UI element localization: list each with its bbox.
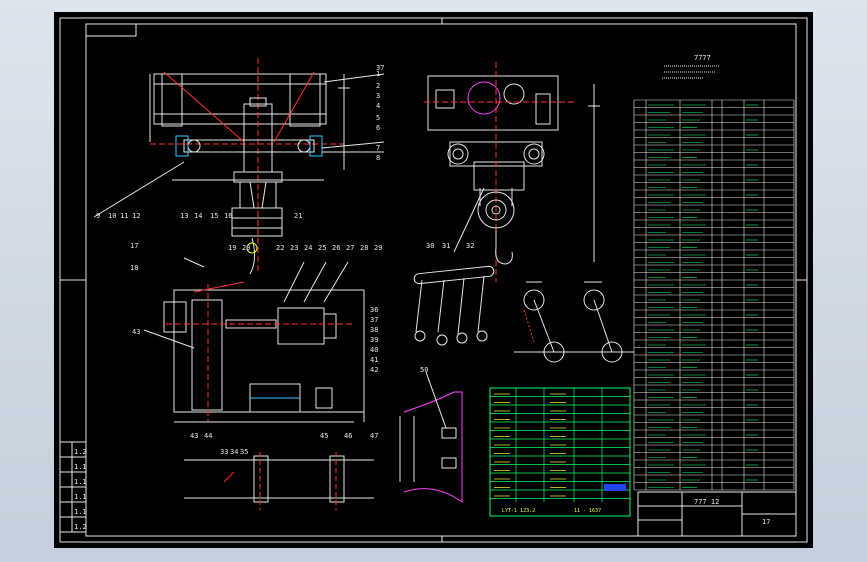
- callout-18: 18: [130, 264, 138, 272]
- bottom-beam-view: 33 34 35: [184, 448, 374, 510]
- callout-14: 14: [194, 212, 202, 220]
- callout-37b: 37: [370, 316, 378, 324]
- callout-28: 28: [360, 244, 368, 252]
- callout-6: 6: [376, 124, 380, 132]
- callout-4: 4: [376, 102, 380, 110]
- strip-row-2: 1.1: [74, 463, 87, 471]
- callout-29: 29: [374, 244, 382, 252]
- callout-40: 40: [370, 346, 378, 354]
- lower-assembly-view: 17 18 19 20 22 23 24 25 26 27 28 29 43 3…: [130, 242, 382, 440]
- callout-19: 19: [228, 244, 236, 252]
- top-right-view: 30 31 32: [424, 62, 600, 282]
- rail-detail-view: 50: [399, 366, 463, 503]
- callout-41: 41: [370, 356, 378, 364]
- callout-1: 1: [376, 70, 380, 78]
- callout-24: 24: [304, 244, 312, 252]
- top-left-view: 37 1 2 3 4 5 6 7 8 9 10 11 12 13 14 15 1…: [93, 58, 384, 275]
- strip-row-1: 1.2: [74, 448, 87, 456]
- callout-8: 8: [376, 154, 380, 162]
- strip-row-4: 1.1: [74, 493, 87, 501]
- callout-3: 3: [376, 92, 380, 100]
- sheet-number: 17: [762, 518, 770, 526]
- callout-34: 34: [230, 448, 238, 456]
- callout-38: 38: [370, 326, 378, 334]
- callout-10: 10: [108, 212, 116, 220]
- callout-46: 46: [344, 432, 352, 440]
- title-block: 777 12 17: [637, 491, 797, 537]
- cad-drawing-sheet: 1.2 1.1 1.1 1.1 1.1 1.2: [54, 12, 813, 548]
- reeving-diagram: [413, 265, 495, 346]
- callout-45: 45: [320, 432, 328, 440]
- spec-footer-left: LYT-1 123.2: [502, 508, 535, 514]
- callout-17: 17: [130, 242, 138, 250]
- callout-22: 22: [276, 244, 284, 252]
- strip-row-6: 1.2: [74, 523, 87, 531]
- callout-31: 31: [442, 242, 450, 250]
- callout-16: 16: [224, 212, 232, 220]
- technical-spec-table: LYT-1 123.2 11 - 1637: [489, 387, 631, 517]
- callout-44: 44: [204, 432, 212, 440]
- callout-36: 36: [370, 306, 378, 314]
- callout-35: 35: [240, 448, 248, 456]
- callout-13: 13: [180, 212, 188, 220]
- callout-20: 20: [242, 244, 250, 252]
- callout-21: 21: [294, 212, 302, 220]
- callout-32: 32: [466, 242, 474, 250]
- callout-37: 37: [376, 64, 384, 72]
- note-header: 7777: [694, 54, 711, 62]
- callout-23: 23: [290, 244, 298, 252]
- callout-33: 33: [220, 448, 228, 456]
- drawing-title: 777 12: [694, 498, 719, 506]
- callout-5: 5: [376, 114, 380, 122]
- callout-42: 42: [370, 366, 378, 374]
- callout-43: 43: [132, 328, 140, 336]
- callout-11: 11: [120, 212, 128, 220]
- callout-30: 30: [426, 242, 434, 250]
- callout-43b: 43: [190, 432, 198, 440]
- callout-7: 7: [376, 144, 380, 152]
- spec-footer-right: 11 - 1637: [574, 508, 601, 514]
- callout-27: 27: [346, 244, 354, 252]
- strip-row-5: 1.1: [74, 508, 87, 516]
- callout-15: 15: [210, 212, 218, 220]
- callout-25: 25: [318, 244, 326, 252]
- callout-2: 2: [376, 82, 380, 90]
- callout-50: 50: [420, 366, 428, 374]
- strip-row-3: 1.1: [74, 478, 87, 486]
- cad-drawing: 1.2 1.1 1.1 1.1 1.1 1.2: [59, 17, 808, 543]
- callout-9: 9: [96, 212, 100, 220]
- parts-list-table: [633, 99, 795, 491]
- left-revision-strip: 1.2 1.1 1.1 1.1 1.1 1.2: [59, 441, 87, 533]
- callout-39: 39: [370, 336, 378, 344]
- notes-block: 7777: [662, 54, 720, 79]
- pulley-geometry-diagram: [514, 281, 634, 363]
- callout-47: 47: [370, 432, 378, 440]
- corner-box: [85, 23, 137, 37]
- callout-12: 12: [132, 212, 140, 220]
- callout-26: 26: [332, 244, 340, 252]
